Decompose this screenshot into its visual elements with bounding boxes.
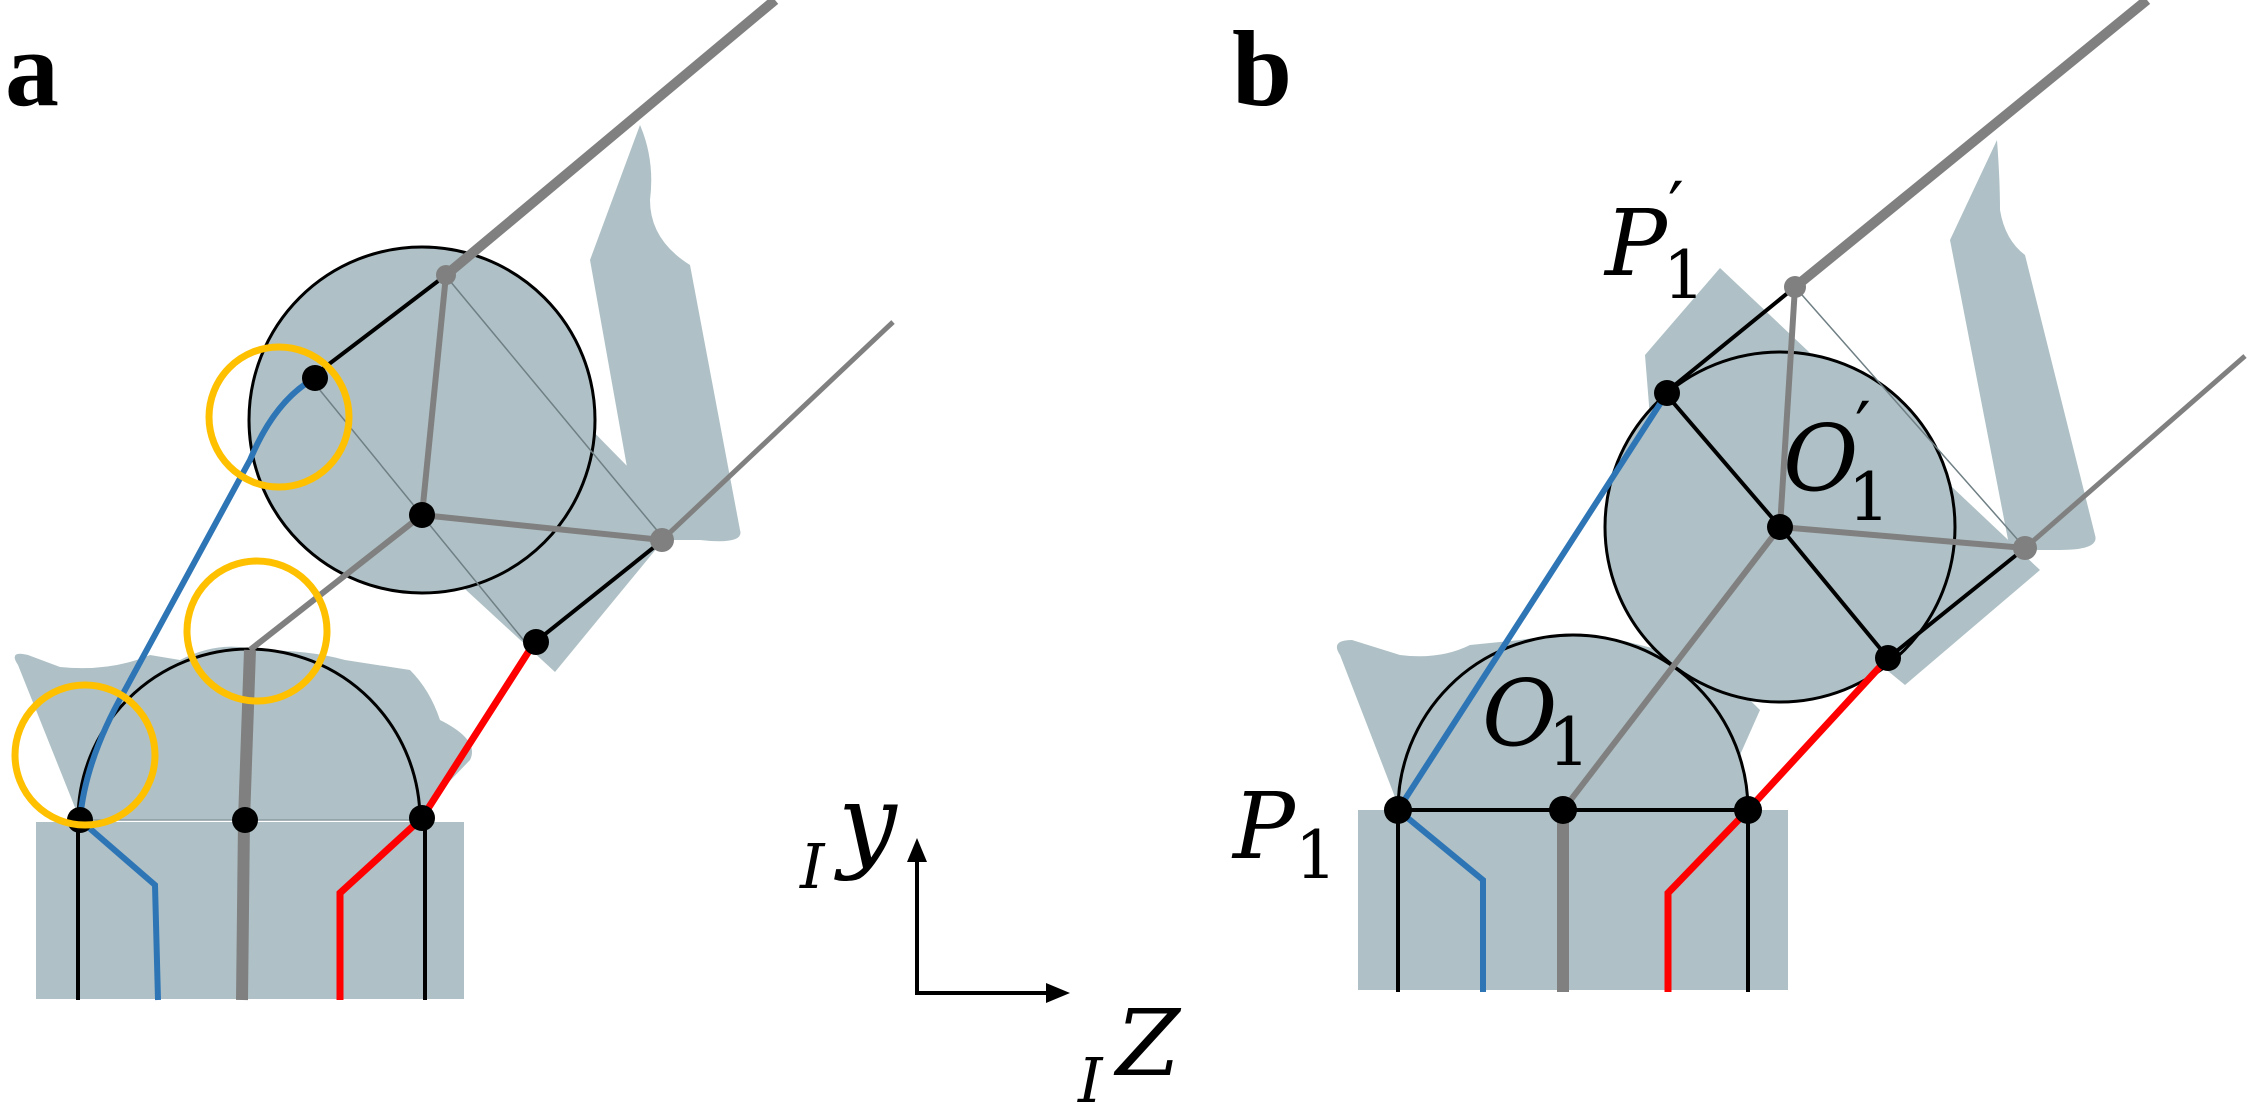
highlight-circle-top [205, 343, 353, 491]
label-o1-prime-sub: 1 [1848, 459, 1890, 536]
z-axis-label: Z [1113, 990, 1182, 1097]
blue-tendon-a [76, 375, 317, 1001]
label-o1-prime-prime: ′ [1855, 387, 1871, 469]
base-block-a [36, 822, 464, 999]
label-p1-sub: 1 [1295, 817, 1337, 894]
upper-fin-b [1950, 140, 2096, 550]
thin-diagonal-a-2 [444, 274, 666, 541]
highlight-circles-a [11, 343, 353, 829]
label-p1-prime: P [1603, 190, 1669, 297]
lower-arc-b [1396, 633, 1750, 811]
panel-b-letter: b [1232, 10, 1292, 129]
label-p1: P [1231, 773, 1297, 880]
thin-diagonal-b [1794, 286, 2026, 549]
highlight-circle-middle [183, 557, 331, 705]
upper-disc-a [247, 245, 597, 595]
red-tendon-b [1664, 655, 1891, 992]
label-o1-sub: 1 [1548, 704, 1590, 781]
red-tendon-a [336, 638, 539, 1000]
upper-fin-a [590, 125, 741, 542]
panel-a: a [5, 0, 895, 1001]
panel-b: b P ′ 1 O ′ 1 O 1 P 1 [1231, 0, 2247, 992]
y-axis-label: y [834, 761, 898, 883]
label-p1-prime-sub: 1 [1663, 237, 1705, 314]
gray-links-b [1557, 0, 2247, 992]
highlight-circle-bottom [11, 681, 159, 829]
z-axis-arrowhead [1046, 983, 1070, 1003]
joints-a [67, 265, 674, 833]
y-axis-prefix: I [799, 830, 826, 903]
y-axis-arrowhead [907, 838, 927, 862]
gray-links-a [236, 0, 895, 1001]
black-frame-a [76, 273, 665, 1000]
z-axis-prefix: I [1077, 1044, 1104, 1117]
joints-b [1384, 276, 2037, 824]
blue-tendon-b [1394, 391, 1670, 992]
label-p1-prime-prime: ′ [1668, 167, 1684, 249]
panel-a-letter: a [5, 10, 59, 129]
black-frame-b [1396, 285, 2027, 992]
label-o1-prime: O [1783, 405, 1858, 512]
label-o1: O [1482, 660, 1557, 767]
coordinate-axes: I y I Z [799, 761, 1182, 1117]
